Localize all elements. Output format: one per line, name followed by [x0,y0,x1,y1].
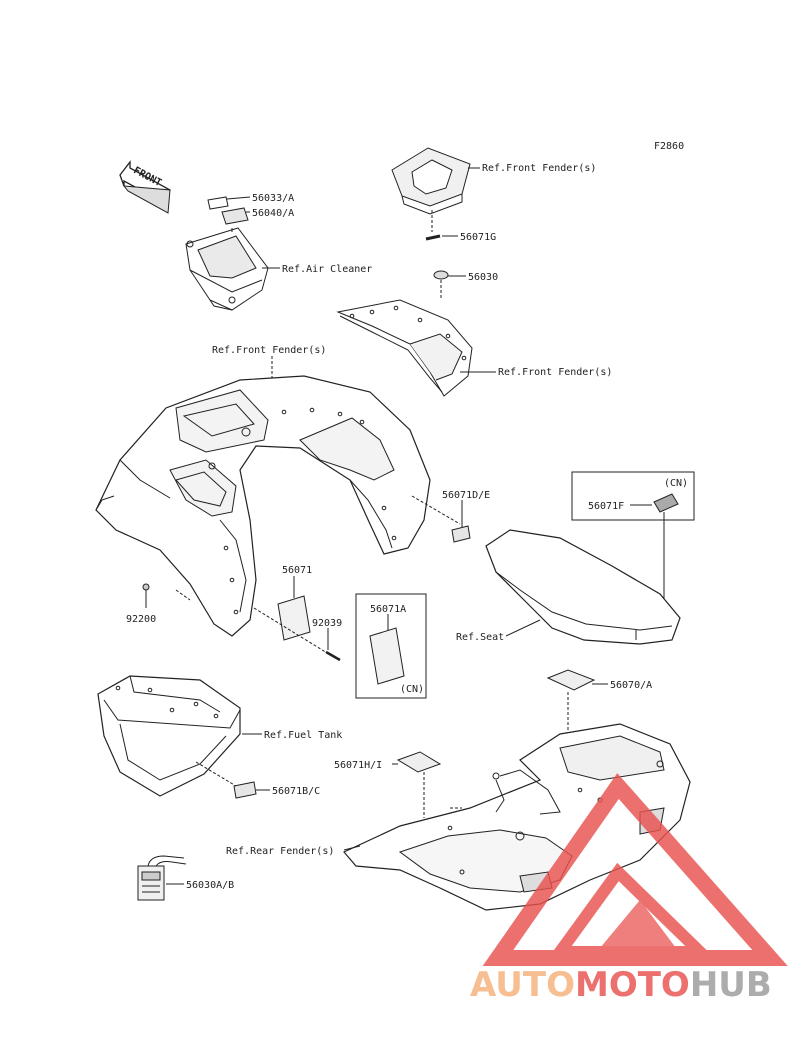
label-92039: 92039 [312,618,342,629]
label-ref-air-cleaner: Ref.Air Cleaner [282,264,372,275]
grommet-56030 [433,270,449,280]
decal-56071de [451,525,471,543]
decal-56071hi [396,751,442,773]
label-cn-bottom: (CN) [400,684,424,695]
fuel-tank [97,675,241,797]
label-56030: 56030 [468,272,498,283]
label-56030ab: 56030A/B [186,880,234,891]
label-cn-top: (CN) [664,478,688,489]
label-56040a: 56040/A [252,208,294,219]
box-56071a-cn [355,593,427,699]
rivet-92039 [325,650,341,662]
rear-fender [343,723,691,911]
decal-56070a [546,669,596,691]
decal-56071bc [233,781,257,799]
watermark-moto: MOTO [575,965,690,1005]
decal-56033a [207,196,229,210]
front-fender-inner-panel [336,299,473,397]
label-56071de: 56071D/E [442,490,490,501]
label-56071: 56071 [282,565,312,576]
watermark-auto: AUTO [470,965,575,1005]
front-fender-top-cover [391,147,480,215]
label-92200: 92200 [126,614,156,625]
air-cleaner-cover [185,227,269,311]
svg-text:AUTOMOTOHUB: AUTOMOTOHUB [470,965,772,1005]
label-56071hi: 56071H/I [334,760,382,771]
watermark-triangle-logo [482,773,788,966]
watermark-hub: HUB [690,965,772,1005]
label-ref-front-fender-top: Ref.Front Fender(s) [482,163,596,174]
label-ref-seat: Ref.Seat [456,632,504,643]
grommet-92200 [142,583,150,591]
decal-56071 [277,595,311,641]
label-ref-front-fender-right: Ref.Front Fender(s) [498,367,612,378]
label-ref-rear-fender: Ref.Rear Fender(s) [226,846,334,857]
box-56071f-cn [571,471,695,521]
decal-56040a [221,207,249,225]
seat [485,529,681,645]
watermark: AUTOMOTOHUB [470,773,788,1005]
label-56071g: 56071G [460,232,496,243]
label-56071f: 56071F [588,501,624,512]
label-56071bc: 56071B/C [272,786,320,797]
label-56033a: 56033/A [252,193,294,204]
label-56070a: 56070/A [610,680,652,691]
label-ref-front-fender-left: Ref.Front Fender(s) [212,345,326,356]
tag-56030ab [137,855,187,901]
front-fender-main [95,375,431,637]
front-arrow-icon [119,160,171,214]
label-ref-fuel-tank: Ref.Fuel Tank [264,730,342,741]
figure-code: F2860 [654,141,684,152]
label-56071a: 56071A [370,604,406,615]
clip-56071g [425,234,441,241]
decal-56071f [653,493,679,513]
